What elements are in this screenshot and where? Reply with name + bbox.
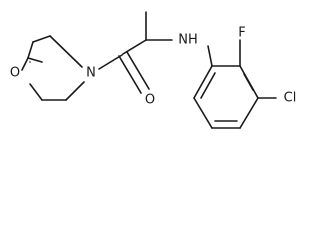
- bond-ring-o-c6: [29, 83, 43, 101]
- bond-ring-c2-o: [21, 57, 29, 71]
- fluorine-label: F: [238, 26, 245, 41]
- bond-ar-inner-1: [243, 73, 254, 91]
- morpholine-nitrogen-label: N: [86, 66, 96, 81]
- bond-ring-o-c1: [27, 57, 43, 63]
- bond-ar-c6-c1: [193, 65, 213, 99]
- bond-n-carbonyl: [98, 54, 123, 70]
- morpholine-oxygen-label: O: [10, 66, 20, 81]
- bond-ring-c1-c2: [27, 41, 34, 59]
- bond-ring-c2-c3: [32, 35, 51, 43]
- bond-ring-c5-n: [65, 81, 85, 101]
- amine-nh-label: NH: [178, 33, 198, 48]
- bond-ar-inner-3: [200, 72, 216, 99]
- bond-ar-c5-c6: [193, 97, 213, 129]
- bond-ring-c3-n: [49, 35, 83, 68]
- chlorine-label: Cl: [284, 91, 297, 106]
- bond-nh-aryl: [207, 45, 213, 67]
- bond-carbonyl-double-2: [126, 51, 150, 90]
- carbonyl-oxygen-label: O: [145, 93, 155, 108]
- bond-carbonyl-alpha: [122, 39, 147, 55]
- bonds: [21, 11, 277, 129]
- bond-ar-c3-c4: [239, 97, 259, 129]
- bond-carbonyl-double-1: [118, 55, 142, 94]
- atom-labels: O N O NH F Cl: [10, 26, 296, 108]
- molecule-structure: O N O NH F Cl: [10, 11, 296, 129]
